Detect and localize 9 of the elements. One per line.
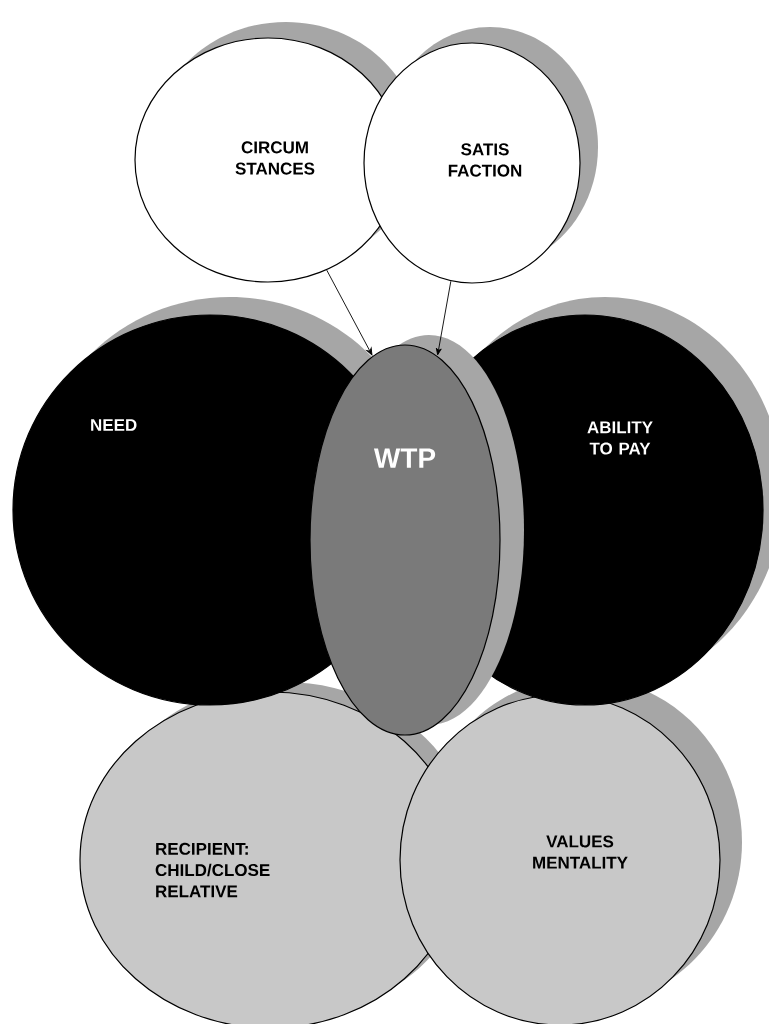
- circle-label: SATIS FACTION: [448, 143, 522, 177]
- circle-label: RECIPIENT: CHILD/CLOSE RELATIVE: [155, 842, 270, 898]
- arrow: [435, 280, 452, 356]
- circle-label: CIRCUM STANCES: [235, 141, 315, 175]
- circle-label: NEED: [91, 419, 137, 431]
- circle-label: VALUES MENTALITY: [533, 835, 628, 869]
- circle-label: WTP: [373, 448, 436, 468]
- circle-label: ABILITY TO PAY: [587, 421, 653, 455]
- arrow: [326, 269, 373, 356]
